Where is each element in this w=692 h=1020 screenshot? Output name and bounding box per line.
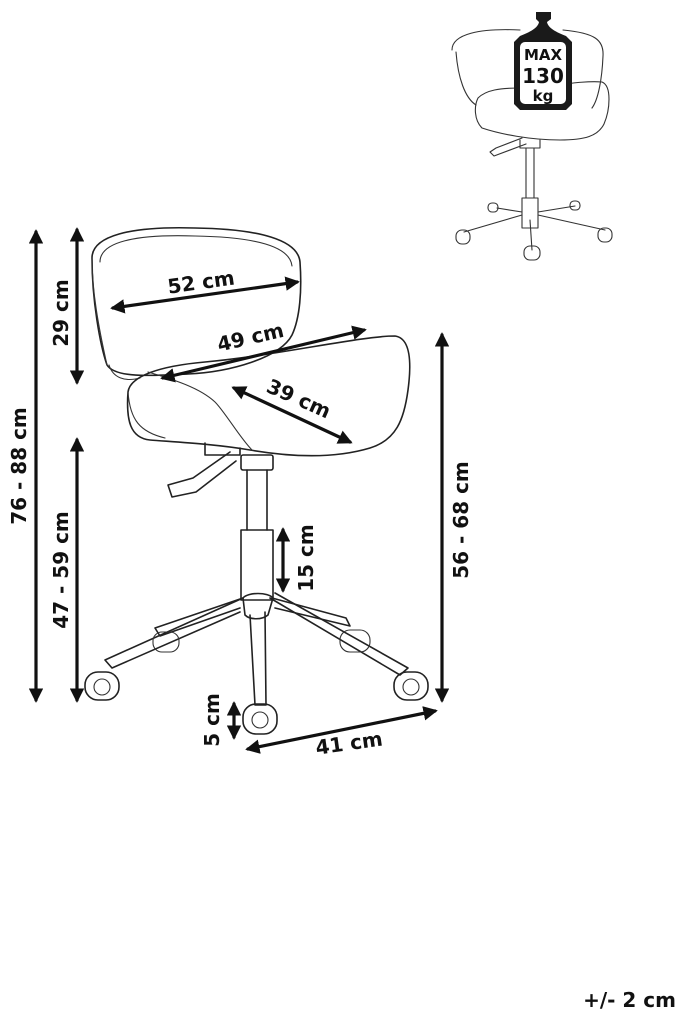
max-load-thumbnail: MAX 130 kg	[451, 12, 613, 261]
base-width-label: 41 cm	[314, 726, 384, 759]
caster-back-right	[339, 629, 371, 653]
base-width-line	[245, 706, 438, 754]
caster-back-left	[152, 631, 180, 653]
seat-depth-label: 39 cm	[263, 374, 334, 423]
caster-front-center	[242, 703, 278, 735]
caster-height-label: 5 cm	[200, 693, 224, 747]
seat-height-label: 47 - 59 cm	[49, 511, 73, 629]
max-value: 130	[522, 64, 564, 88]
gas-lift-label: 15 cm	[294, 524, 318, 592]
seat-shell-edge	[127, 371, 253, 451]
max-unit: kg	[533, 87, 554, 105]
column-collar	[240, 454, 274, 471]
gas-lift-cylinder	[240, 529, 274, 601]
caster-front-left	[84, 671, 120, 701]
seat-width-line	[160, 325, 367, 383]
tolerance-note: +/- 2 cm	[583, 988, 676, 1012]
backrest-shell	[91, 257, 141, 381]
dimension-lines	[28, 227, 450, 754]
backrest-inner-edge	[99, 235, 293, 267]
total-height-label: 76 - 88 cm	[7, 407, 31, 525]
gas-lift-column	[246, 469, 268, 531]
max-label: MAX	[524, 46, 563, 64]
star-base	[104, 592, 409, 706]
seat-depth-line	[231, 386, 353, 444]
arm-height-label: 56 - 68 cm	[449, 461, 473, 579]
seat-mechanism	[204, 442, 241, 456]
backrest-height-label: 29 cm	[49, 279, 73, 347]
caster-front-right	[393, 671, 429, 701]
backrest-width-line	[110, 276, 300, 314]
height-lever	[167, 451, 237, 498]
